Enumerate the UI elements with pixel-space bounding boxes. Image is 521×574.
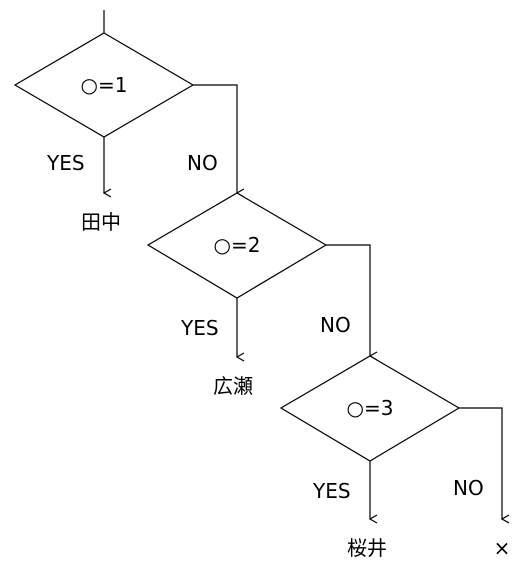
decision-1-condition: ○=1 [81, 73, 128, 97]
outcome-tanaka: 田中 [81, 210, 121, 234]
decision-3-condition: ○=3 [347, 396, 394, 420]
decision-1-no-label: NO [187, 151, 218, 175]
outcome-sakurai: 桜井 [347, 536, 387, 560]
decision-3-no-arrow [459, 407, 502, 519]
outcome-none: × [494, 536, 511, 560]
decision-2-no-label: NO [320, 313, 351, 337]
decision-2-yes-label: YES [180, 316, 219, 340]
decision-2-condition: ○=2 [214, 233, 261, 257]
decision-3-yes-label: YES [312, 479, 351, 503]
decision-1-no-arrow [193, 84, 237, 193]
decision-1-yes-label: YES [46, 151, 85, 175]
decision-2-no-arrow [326, 244, 370, 356]
decision-3-no-label: NO [453, 476, 484, 500]
outcome-hirose: 広瀬 [213, 374, 253, 398]
